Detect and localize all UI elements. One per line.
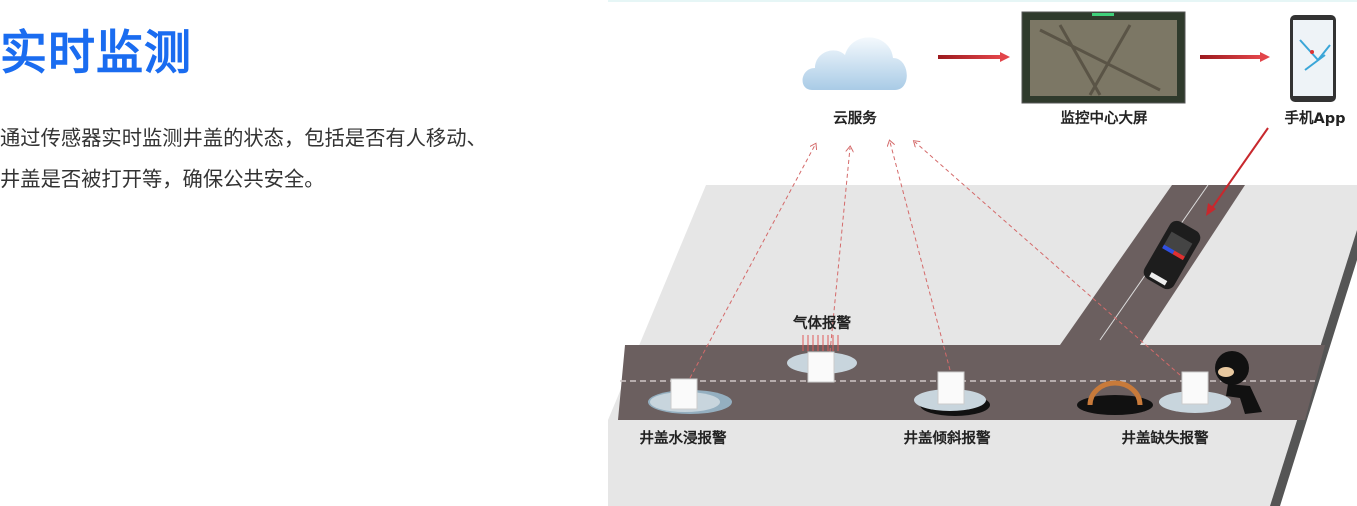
- police-car-icon: [1143, 220, 1201, 290]
- sensor-uplinks: [689, 142, 1181, 379]
- missing-alarm-label: 井盖缺失报警: [1122, 429, 1209, 447]
- open-manhole-icon: [1077, 380, 1153, 415]
- phone-app-label: 手机App: [1285, 109, 1346, 127]
- arrow-icon: [938, 52, 1010, 62]
- thief-icon: [1215, 351, 1262, 414]
- cloud-icon: [802, 37, 907, 90]
- missing-sensor-icon: [1159, 371, 1231, 413]
- cloud-service-label: 云服务: [833, 109, 877, 127]
- arrow-icon: [1200, 52, 1270, 62]
- gas-sensor-icon: [787, 335, 857, 383]
- gas-alarm-label: 气体报警: [792, 314, 851, 332]
- tilt-sensor-icon: [914, 371, 990, 416]
- flood-sensor-icon: [648, 378, 732, 414]
- manhole-monitoring-diagram: 云服务 监控中心大屏 手机App: [608, 0, 1357, 506]
- section-description: 通过传感器实时监测井盖的状态，包括是否有人移动、井盖是否被打开等，确保公共安全。: [0, 126, 487, 191]
- phone-icon: [1290, 15, 1336, 102]
- top-strip: [608, 0, 1357, 2]
- flood-alarm-label: 井盖水浸报警: [640, 429, 727, 447]
- monitor-center-label: 监控中心大屏: [1061, 109, 1148, 127]
- monitor-screen-icon: [1021, 11, 1186, 104]
- arrow-icon: [1206, 127, 1269, 216]
- tilt-alarm-label: 井盖倾斜报警: [904, 429, 991, 447]
- page-title: 实时监测: [0, 26, 192, 81]
